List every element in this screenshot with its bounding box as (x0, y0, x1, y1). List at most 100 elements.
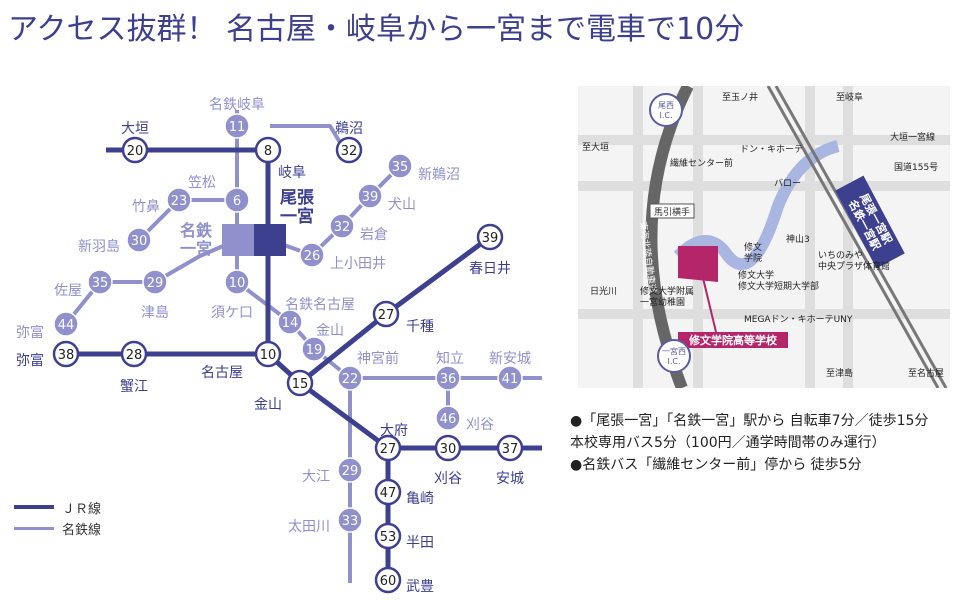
street-label-shubun-univ: 修文大学 (738, 269, 774, 281)
station-name: 武豊 (406, 579, 434, 595)
legend-jr-line (14, 505, 54, 509)
station-box-bg (835, 175, 905, 269)
station-number: 10 (260, 348, 277, 363)
station-name: 亀崎 (406, 491, 434, 507)
station-marker (224, 113, 250, 139)
station-marker (435, 405, 461, 431)
interchange-marker (657, 339, 691, 373)
school-badge-bg (678, 332, 788, 348)
crossing-label: 馬引横手 (654, 206, 690, 218)
station-kasamatsu: 6笠松 (188, 175, 250, 213)
station-name: 佐屋 (54, 283, 82, 299)
street-label-shubun-gakuin: 修文 (744, 241, 762, 253)
interchange-label: 一宮西 (662, 346, 686, 356)
street-label-seni-center: 繊維センター前 (670, 157, 733, 169)
station-marker (53, 311, 79, 337)
river (673, 140, 840, 271)
crossing-label-box: 馬引横手 (649, 203, 695, 219)
station-name: 上小田井 (330, 256, 386, 272)
street-labels: 修文学院高等学校尾西I.C.一宮西I.C.東海北陸自動車道馬引横手至玉ノ井至岐阜… (582, 91, 944, 379)
station-name: 春日井 (469, 261, 511, 277)
station-marker (120, 340, 148, 368)
page-title: アクセス抜群！ 名古屋・岐阜から一宮まで電車で10分 (8, 12, 745, 47)
street-label-kindergarten: 修文大学附属 (640, 285, 694, 297)
street-label-kindergarten: 一宮幼稚園 (640, 296, 685, 308)
station-name: 笠松 (188, 175, 216, 191)
station-marker (301, 336, 327, 362)
station-number: 29 (342, 464, 359, 479)
station-otagawa: 33 太田川 (288, 507, 363, 535)
station-marker (329, 213, 355, 239)
station-number: 29 (147, 276, 164, 291)
station-number: 41 (502, 372, 519, 387)
station-marker (476, 223, 504, 251)
station-name: 刈谷 (466, 417, 494, 433)
station-name: 蟹江 (120, 379, 148, 395)
school-block (678, 246, 718, 282)
street-label-shubun-univ: 修文大学短期大学部 (738, 280, 819, 292)
station-number: 38 (58, 348, 75, 363)
station-name: 名古屋 (201, 365, 243, 381)
station-name: 弥富 (16, 352, 44, 369)
station-saya: 35 佐屋 (54, 269, 113, 299)
street-label-route155: 国道155号 (894, 161, 938, 173)
station-name: 竹鼻 (132, 198, 160, 215)
station-number: 14 (282, 316, 299, 331)
station-number: 35 (92, 276, 109, 291)
street-label-barrow: バロー (774, 178, 801, 189)
street-label-to-ogaki: 至大垣 (582, 141, 609, 153)
street-label-ohdai-ichinomiya: 大垣一宮線 (890, 131, 935, 143)
station-marker (87, 269, 113, 295)
school-name: 修文学院高等学校 (688, 333, 778, 347)
station-name: 金山 (254, 397, 282, 413)
street-label-to-tsushima: 至津島 (826, 367, 853, 379)
station-shin-hashima: 30 新羽島 (78, 227, 152, 255)
station-number: 35 (392, 160, 409, 175)
rail-line (766, 86, 940, 388)
station-name: 大垣 (121, 121, 149, 137)
station-name: 須ケ口 (211, 305, 253, 321)
street-label-to-nagoya: 至名古屋 (908, 367, 944, 379)
station-number: 11 (229, 120, 246, 135)
station-number: 32 (341, 144, 358, 159)
station-name: 新羽島 (78, 239, 120, 255)
access-note-station: ●「尾張一宮」「名鉄一宮」駅から 自転車7分／徒歩15分 (570, 413, 929, 429)
station-number: 36 (440, 372, 457, 387)
interchange-label: I.C. (659, 111, 672, 120)
station-number: 47 (380, 486, 397, 501)
station-number: 33 (342, 514, 359, 529)
station-marker (374, 522, 402, 550)
station-gifu: 8岐阜 (254, 136, 306, 181)
station-number: 60 (380, 574, 397, 589)
station-number: 27 (378, 308, 395, 323)
station-number: 27 (380, 442, 397, 457)
station-marker (357, 183, 383, 209)
station-number: 20 (127, 144, 144, 159)
station-number: 30 (131, 234, 148, 249)
station-marker (126, 227, 152, 253)
station-marker (121, 136, 149, 164)
station-name: 太田川 (288, 519, 330, 535)
station-marker (434, 434, 462, 462)
station-number: 37 (502, 442, 519, 457)
station-marker (299, 242, 325, 268)
station-marker (286, 369, 314, 397)
